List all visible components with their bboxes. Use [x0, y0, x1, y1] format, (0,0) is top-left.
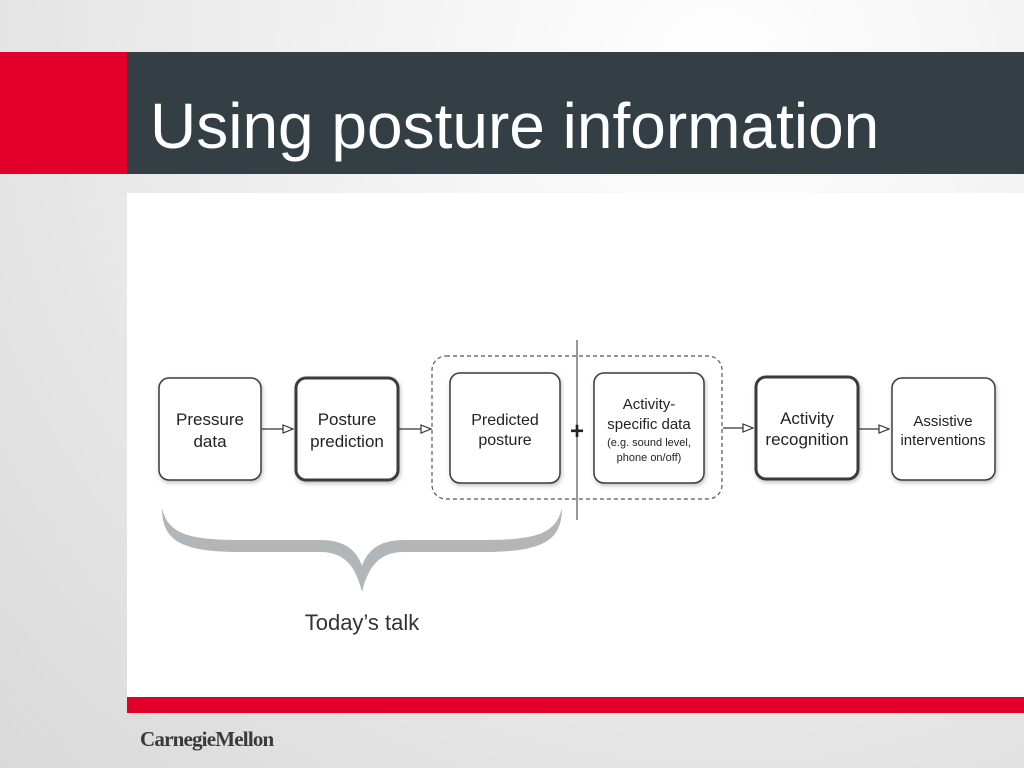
box-pressure-data [158, 377, 262, 481]
pressure-data-label-line1: Pressure [176, 410, 244, 429]
title-bar [127, 52, 1024, 174]
box-activity-recognition [754, 375, 860, 481]
slide-content-area [127, 193, 1024, 697]
predicted-posture-label-line1: Predicted [471, 412, 539, 429]
box-assistive-interventions [891, 377, 996, 481]
curly-brace [162, 508, 562, 592]
activity-data-label-line2: specific data [607, 416, 691, 433]
posture-prediction-label-line2: prediction [310, 432, 384, 451]
activity-data-label-line4: phone on/off) [617, 452, 682, 464]
activity-recognition-label-line2: recognition [765, 430, 848, 449]
pressure-data-label-line2: data [193, 432, 227, 451]
box-posture-prediction [294, 376, 400, 482]
title-accent-block [0, 52, 127, 174]
slide-title: Using posture information [150, 90, 880, 162]
predicted-posture-label-line2: posture [478, 432, 531, 449]
brace-label: Today’s talk [304, 610, 420, 635]
activity-data-label-line3: (e.g. sound level, [607, 437, 691, 449]
footer-accent-bar [127, 697, 1024, 713]
box-activity-specific-data [593, 372, 705, 484]
plus-sign: + [570, 418, 584, 445]
posture-prediction-label-line1: Posture [318, 410, 377, 429]
carnegie-mellon-logo: CarnegieMellon [140, 727, 274, 751]
activity-data-label-line1: Activity- [623, 396, 676, 413]
activity-recognition-label-line1: Activity [780, 409, 834, 428]
assistive-interventions-label-line1: Assistive [913, 413, 972, 430]
assistive-interventions-label-line2: interventions [900, 432, 985, 449]
box-predicted-posture [449, 372, 561, 484]
